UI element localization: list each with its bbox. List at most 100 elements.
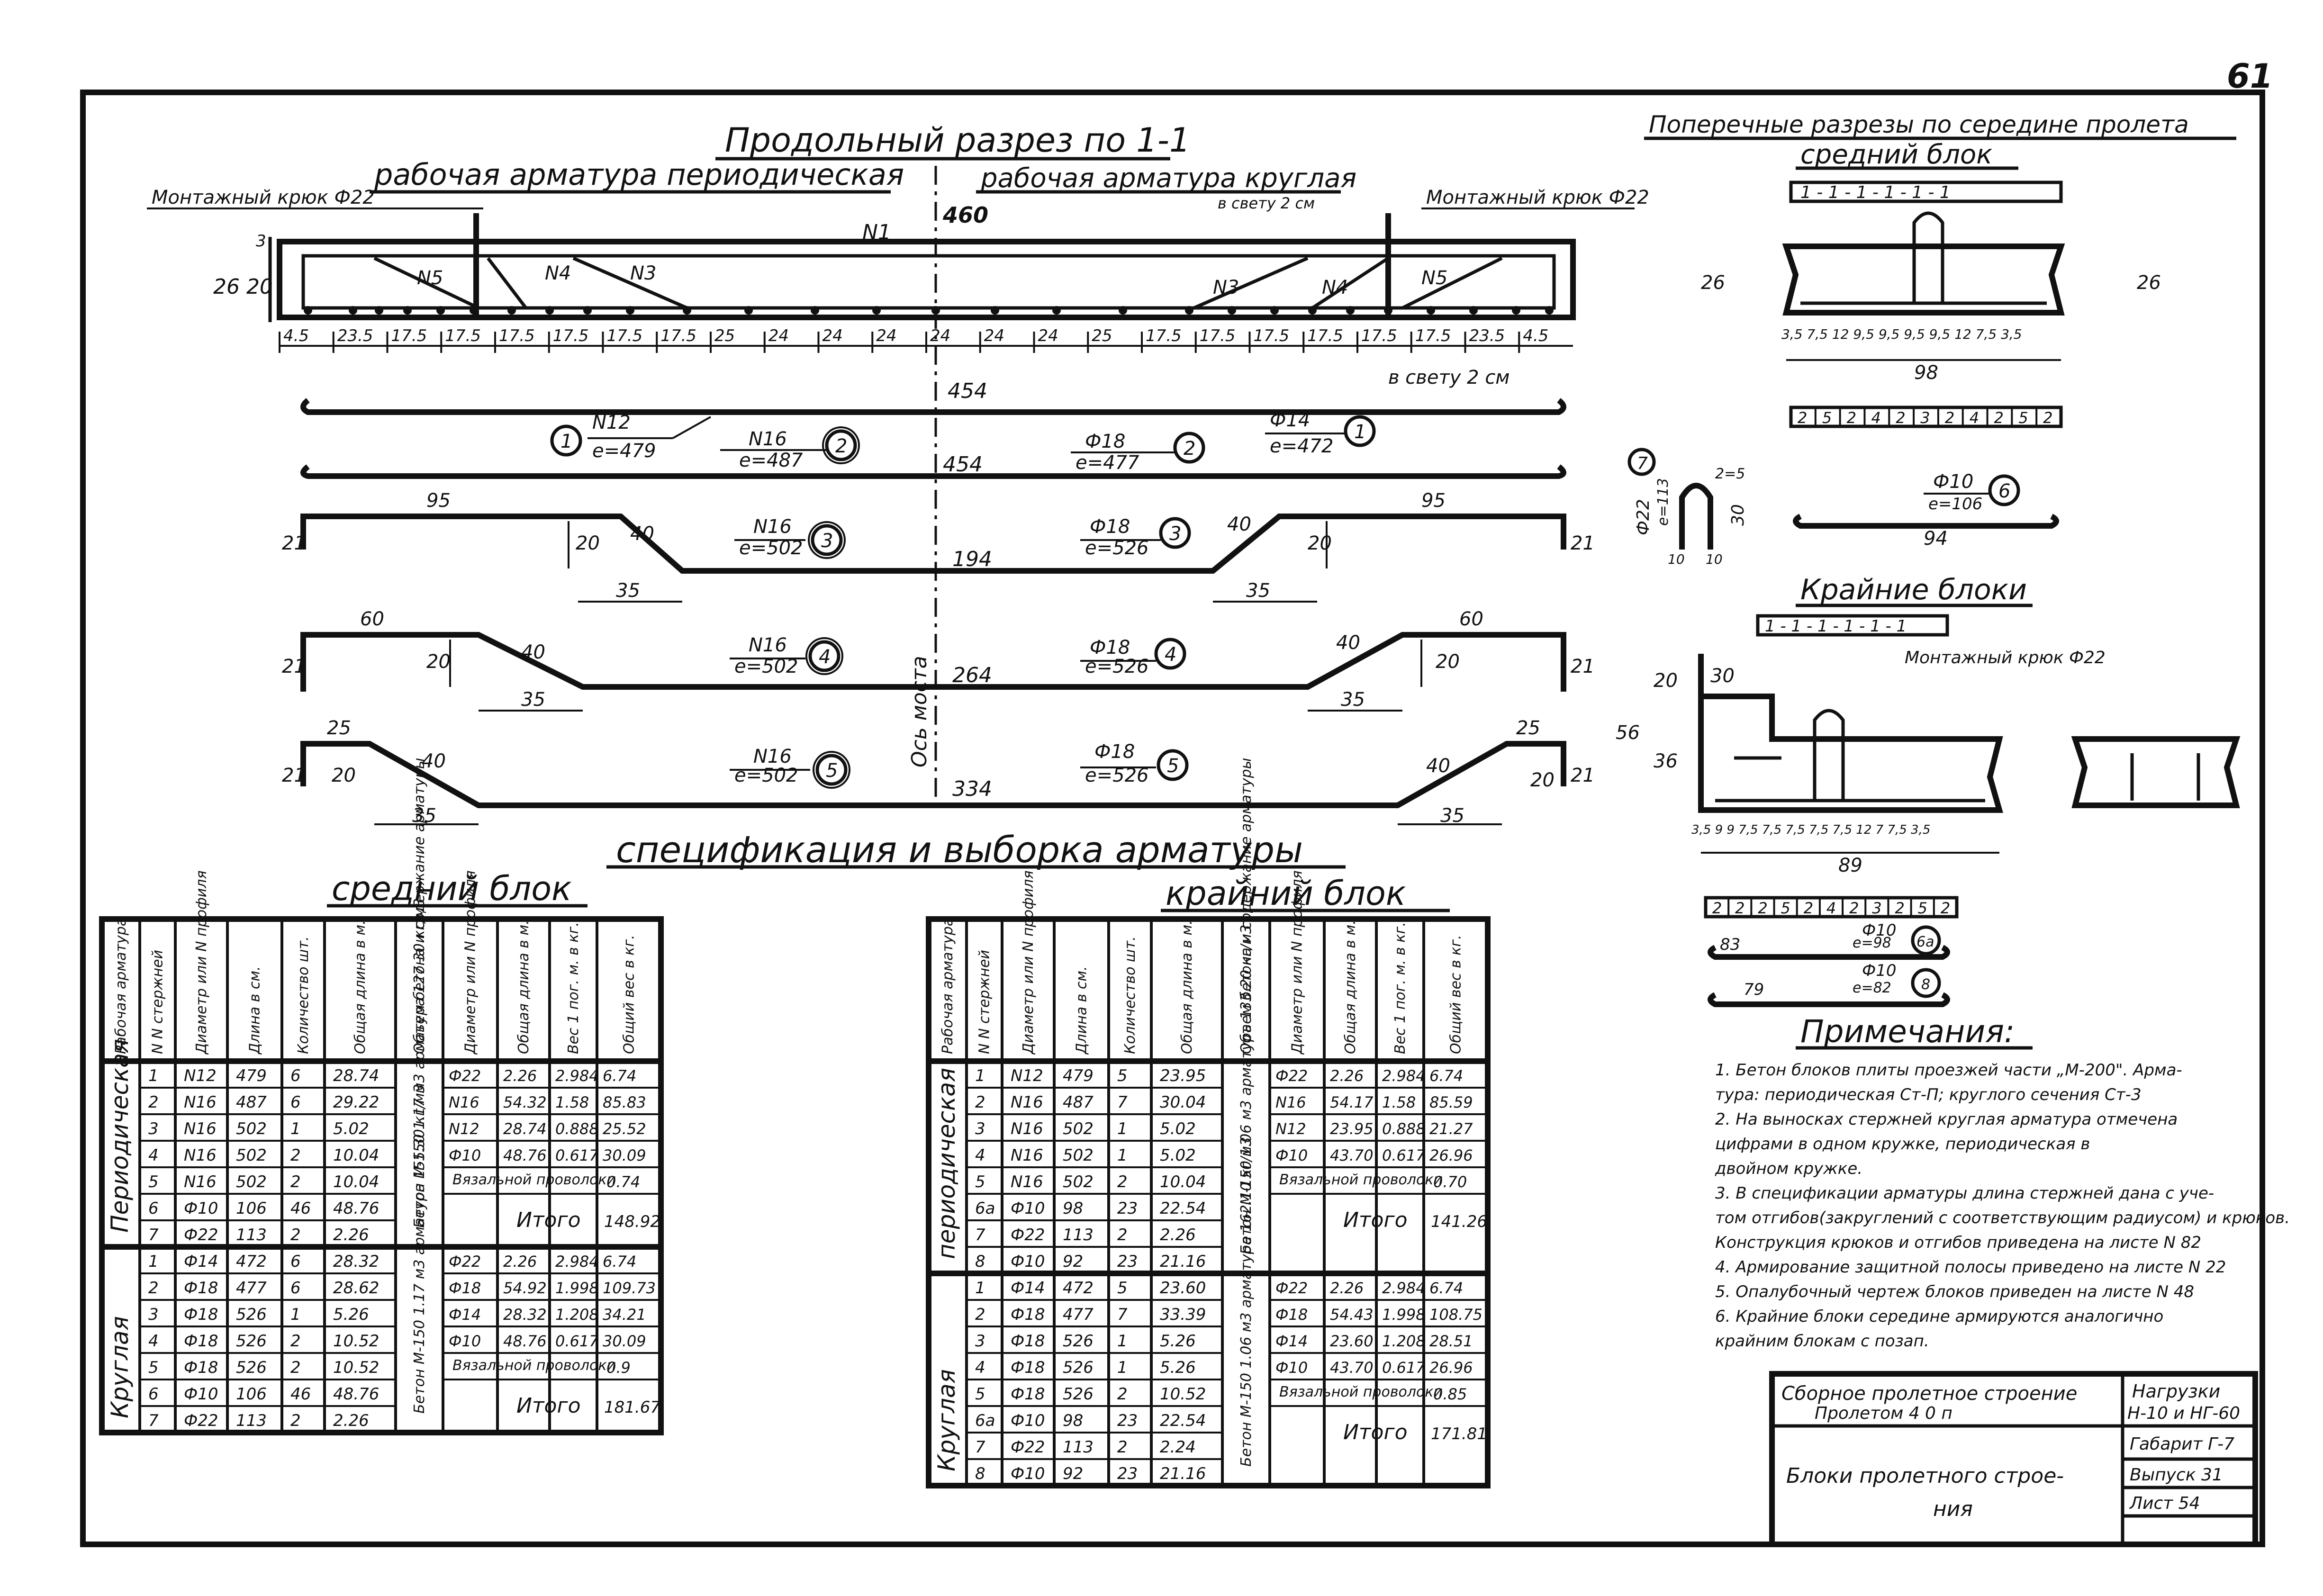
bar3-seg-left: 95	[426, 490, 451, 512]
note-line: Конструкция крюков и отгибов приведена н…	[1715, 1233, 2201, 1252]
table-header: Общая длина в м.	[352, 920, 369, 1054]
table-cell: Ф22	[184, 1226, 218, 1244]
table-cell: 1	[148, 1066, 159, 1085]
bar4-mid: 264	[952, 663, 992, 687]
height-26: 26	[213, 275, 240, 299]
table-header: Диаметр или N профиля	[462, 870, 479, 1055]
spec-title: спецификация и выборка арматуры	[616, 829, 1303, 871]
table-cell: 98	[1063, 1199, 1083, 1218]
edge-dim-56: 56	[1616, 722, 1640, 744]
diag-left-n4: N4	[545, 262, 571, 284]
selection-cell: 1.998	[1382, 1306, 1426, 1324]
table-cell: 7	[975, 1438, 985, 1457]
bar2-right-id: Ф18	[1085, 431, 1125, 452]
note-line: 1. Бетон блоков плиты проезжей части „М-…	[1715, 1061, 2182, 1080]
spacing-label: 17.5	[607, 326, 643, 345]
diag-right-n4: N4	[1322, 277, 1348, 298]
table-cell: 2	[290, 1411, 301, 1430]
bar4-end-left: 21	[282, 656, 306, 677]
table-cell: Ф18	[1011, 1332, 1045, 1351]
total-label: Итого	[516, 1208, 581, 1232]
table-cell: 502	[1063, 1146, 1094, 1165]
bar4-left-num: 4	[819, 646, 831, 668]
table-cell: 5.02	[333, 1119, 369, 1138]
table-header: Длина в см.	[247, 966, 263, 1055]
edge-dim-36: 36	[1654, 750, 1678, 772]
table-cell: 526	[236, 1358, 267, 1377]
table-cell: 2	[290, 1172, 301, 1191]
selection-cell: Ф22	[449, 1253, 481, 1271]
selection-cell: 28.51	[1429, 1332, 1473, 1350]
table-cell: 6а	[975, 1199, 995, 1218]
table-cell: 502	[1063, 1172, 1094, 1191]
table-cell: N16	[1011, 1093, 1043, 1112]
table-cell: 526	[1063, 1332, 1094, 1351]
spacing-label: 23.5	[337, 326, 373, 345]
row-cell: 2	[1804, 899, 1813, 917]
group-label: Круглая	[933, 1369, 960, 1471]
table-cell: 1	[148, 1252, 159, 1271]
concrete-note: Бетон М-150 1.06 м3 арматура 133.20 кг/м…	[1238, 925, 1255, 1254]
selection-cell: Ф10	[449, 1146, 481, 1164]
wire-value: 0.9	[606, 1359, 631, 1377]
table-header: Вес 1 пог. м. в кг.	[1392, 922, 1409, 1054]
table-cell: Ф10	[1011, 1252, 1045, 1271]
table-cell: 5.26	[1160, 1358, 1196, 1377]
table-cell: 6а	[975, 1411, 995, 1430]
bar4-h-left: 20	[426, 651, 451, 673]
table-header: N N стержней	[976, 950, 993, 1054]
table-header: Количество шт.	[1122, 936, 1139, 1054]
selection-cell: 109.73	[603, 1279, 656, 1297]
edge-dims-bottom: 3,5 9 9 7,5 7,5 7,5 7,5 7,5 12 7 7,5 3,5	[1691, 823, 1930, 837]
bar3-rise-left: 40	[630, 523, 654, 545]
table-cell: 21.16	[1160, 1252, 1206, 1271]
bar2-shape	[300, 464, 1566, 479]
bar4-left-id: N16	[749, 634, 787, 656]
total-label: Итого	[1343, 1208, 1408, 1232]
table-header: Общая длина в м.	[515, 920, 532, 1054]
wire-value: 0.85	[1433, 1385, 1467, 1403]
table-cell: 22.54	[1160, 1411, 1206, 1430]
table-cell: 113	[1063, 1438, 1094, 1457]
selection-cell: 43.70	[1330, 1146, 1374, 1164]
bar4-seg-right: 60	[1459, 608, 1483, 630]
note-line: двойном кружке.	[1715, 1159, 1862, 1178]
edge-top-row: 1 - 1 - 1 - 1 - 1 - 1	[1765, 617, 1907, 636]
table-cell: 477	[236, 1279, 267, 1298]
spacing-label: 17.5	[499, 326, 535, 345]
selection-cell: 0.617	[555, 1146, 599, 1164]
table-cell: Ф18	[1011, 1358, 1045, 1377]
table-cell: N12	[184, 1066, 217, 1085]
edge-bar6a-e: е=98	[1853, 935, 1891, 951]
stamp-name-2: ния	[1933, 1497, 1973, 1521]
note-line: крайним блокам с позап.	[1715, 1332, 1929, 1351]
row-cell: 5	[2018, 409, 2028, 427]
spacing-label: 17.5	[391, 326, 427, 345]
bar5-h-left: 20	[332, 765, 356, 786]
spacing-label: 24	[876, 326, 896, 345]
table-cell: 23	[1117, 1199, 1138, 1218]
edge-dim-30: 30	[1710, 665, 1735, 687]
hook-detail-e: е=113	[1655, 478, 1672, 526]
edge-bar8-len: 79	[1744, 980, 1764, 999]
spacing-label: 4.5	[283, 326, 309, 345]
spec-edge-title: крайний блок	[1166, 874, 1406, 913]
selection-cell: 108.75	[1429, 1306, 1482, 1324]
selection-cell: N12	[449, 1120, 479, 1138]
table-cell: 2.26	[1160, 1226, 1196, 1244]
bar5-rise-left: 40	[422, 750, 446, 772]
bar5-run-left: 35	[412, 805, 436, 827]
selection-cell: 6.74	[1429, 1279, 1463, 1297]
table-cell: 10.52	[333, 1332, 379, 1351]
spacing-label: 23.5	[1469, 326, 1505, 345]
row-cell: 2	[1758, 899, 1767, 917]
table-cell: 5.02	[1160, 1146, 1196, 1165]
spacing-label: 17.5	[1146, 326, 1182, 345]
table-cell: Ф10	[1011, 1464, 1045, 1483]
selection-cell: 85.59	[1429, 1093, 1473, 1111]
bar3-left-id: N16	[753, 516, 792, 538]
selection-cell: 26.96	[1429, 1359, 1473, 1377]
selection-cell: 30.09	[603, 1332, 646, 1350]
stamp-gabarit: Габарит Г-7	[2130, 1434, 2234, 1454]
